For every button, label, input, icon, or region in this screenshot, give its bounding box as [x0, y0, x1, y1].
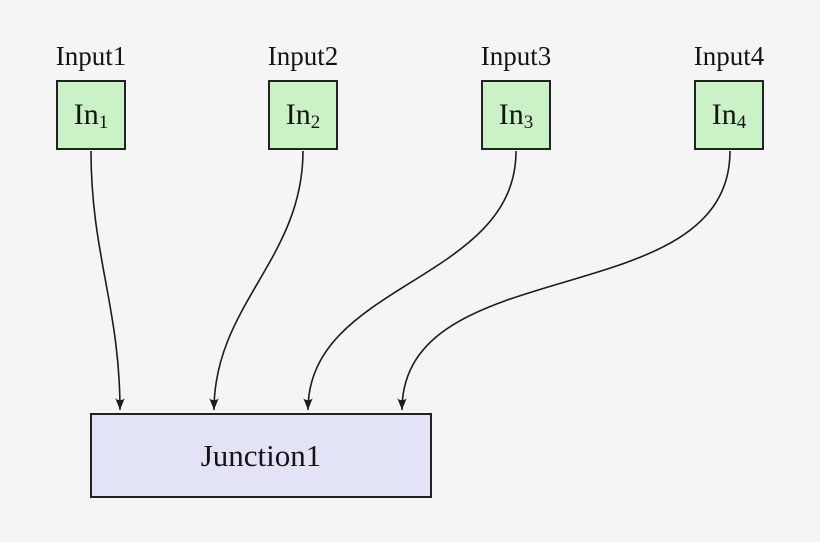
edge-input3-junction	[303, 150, 517, 411]
edge-input1-junction	[90, 150, 125, 411]
input1-label: In1	[73, 98, 109, 134]
input4-label-subscript: 4	[736, 112, 747, 134]
input1-label-subscript: 1	[98, 112, 109, 134]
input2-label-subscript: 2	[310, 112, 321, 134]
input1-caption: Input1	[55, 41, 127, 71]
edge-input4-junction	[397, 150, 731, 411]
input2-caption: Input2	[267, 41, 339, 71]
input2-label: In2	[285, 98, 321, 134]
input3-caption: Input3	[480, 41, 552, 71]
junction-node-box: Junction1	[90, 413, 432, 498]
input3-label-subscript: 3	[523, 112, 534, 134]
input3-label: In3	[498, 98, 534, 134]
input4-label: In4	[711, 98, 747, 134]
input2-node-box: In2	[268, 80, 338, 150]
input4-caption: Input4	[693, 41, 765, 71]
junction-label: Junction1	[200, 437, 322, 473]
input3-node-box: In3	[481, 80, 551, 150]
edge-input2-junction	[209, 150, 304, 411]
input4-node-box: In4	[694, 80, 764, 150]
input1-node-box: In1	[56, 80, 126, 150]
